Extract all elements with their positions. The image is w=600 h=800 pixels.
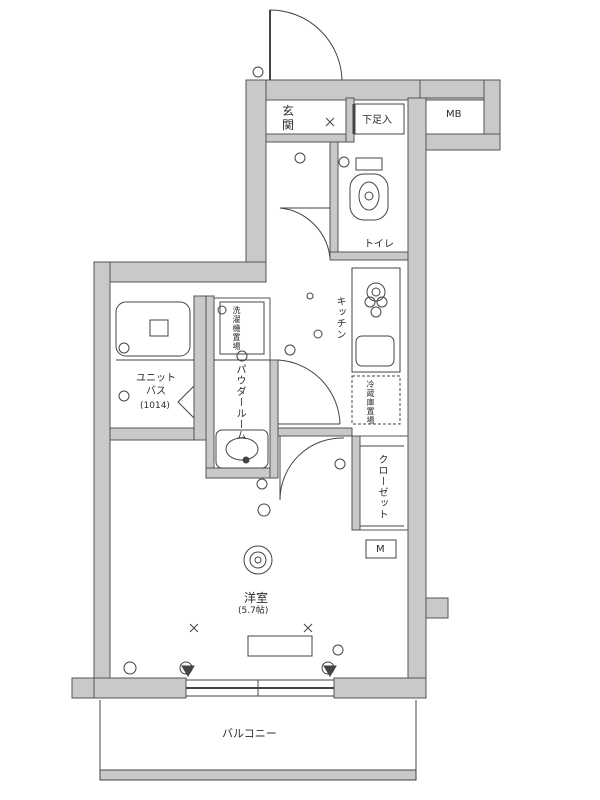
- fixtures: [99, 9, 417, 781]
- bathtub: [115, 301, 191, 357]
- label-entrance: 玄 関: [282, 104, 295, 132]
- m-box: [365, 539, 397, 559]
- label-bath-size: (1014): [140, 401, 170, 411]
- label-fridge: 冷蔵庫置場: [366, 380, 375, 425]
- kitchen-counter: [351, 267, 401, 373]
- label-bedroom-size: (5.7帖): [238, 606, 269, 616]
- toilet-tank: [355, 157, 383, 171]
- outer-walls: [71, 79, 501, 699]
- label-powder-room: パウダールーム: [234, 364, 245, 441]
- kitchen-sink: [355, 335, 395, 367]
- label-bath: ユニット バス: [136, 373, 176, 397]
- interior-walls: [109, 97, 409, 531]
- label-kitchen: キッチン: [334, 296, 345, 340]
- label-m-box: M: [376, 544, 385, 555]
- label-balcony: バルコニー: [222, 727, 277, 740]
- fridge-space: [351, 375, 401, 425]
- ceiling-light: [243, 545, 273, 575]
- label-closet: クローゼット: [376, 454, 387, 520]
- label-washer: 洗濯機置場: [232, 306, 241, 351]
- label-meter-box: MB: [446, 109, 462, 120]
- label-bedroom: 洋室: [244, 591, 269, 605]
- label-shoe-storage: 下足入: [362, 115, 392, 126]
- toilet-bowl: [349, 173, 389, 221]
- entrance-door: [269, 9, 343, 81]
- washbasin: [215, 429, 269, 469]
- label-toilet: トイレ: [364, 239, 394, 250]
- air-conditioner: [247, 635, 313, 657]
